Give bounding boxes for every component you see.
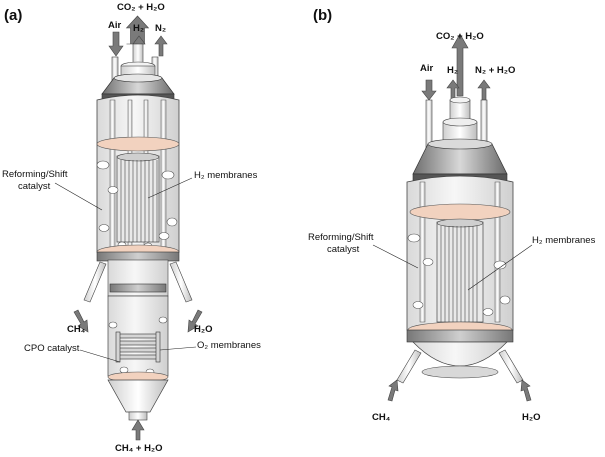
label-ch4-h2o-feed-a: CH₄ + H₂O [115, 443, 163, 454]
label-ch4-in-b: CH₄ [372, 412, 391, 423]
arrow-n2-out-a [154, 35, 168, 57]
label-ch4-in-a: CH₄ [67, 324, 86, 335]
label-h2-out-a: H₂ [133, 23, 145, 34]
arrow-co2-out-b [451, 33, 469, 97]
label-h2o-in-a: H₂O [194, 324, 213, 335]
label-reforming-catalyst-a-line2: catalyst [18, 181, 51, 192]
label-n2-h2o-out-b: N₂ + H₂O [475, 65, 516, 76]
label-h2-membranes-b: H₂ membranes [532, 235, 596, 246]
arrow-n2-out-b [477, 79, 491, 101]
label-cpo-catalyst-a: CPO catalyst [24, 343, 80, 354]
reactor-a [54, 15, 203, 441]
label-reforming-catalyst-b-line2: catalyst [327, 244, 360, 255]
label-co2-h2o-a: CO₂ + H₂O [117, 2, 165, 13]
label-n2-out-a: N₂ [155, 23, 167, 34]
panel-label-a: (a) [4, 7, 23, 24]
label-air-b: Air [420, 63, 434, 74]
arrow-air-in-b [421, 79, 437, 101]
arrow-ch4-in-b [387, 379, 399, 402]
label-h2-out-b: H₂ [447, 65, 459, 76]
label-co2-h2o-b: CO₂ + H₂O [436, 31, 484, 42]
arrow-co2-out-a [125, 15, 150, 45]
arrow-air-in-a [108, 31, 124, 57]
arrow-h2o-in-b [520, 379, 532, 402]
label-air-a: Air [108, 20, 122, 31]
label-o2-membranes-a: O₂ membranes [197, 340, 261, 351]
label-reforming-catalyst-b-line1: Reforming/Shift [308, 232, 374, 243]
panel-label-b: (b) [313, 7, 333, 24]
label-h2o-in-b: H₂O [522, 412, 541, 423]
arrow-feed-bottom-a [131, 419, 145, 441]
label-reforming-catalyst-a-line1: Reforming/Shift [2, 169, 68, 180]
arrow-h2o-in-a [187, 309, 203, 333]
label-h2-membranes-a: H₂ membranes [194, 170, 258, 181]
reactor-b [372, 33, 533, 402]
arrow-ch4-in-a [73, 309, 89, 333]
